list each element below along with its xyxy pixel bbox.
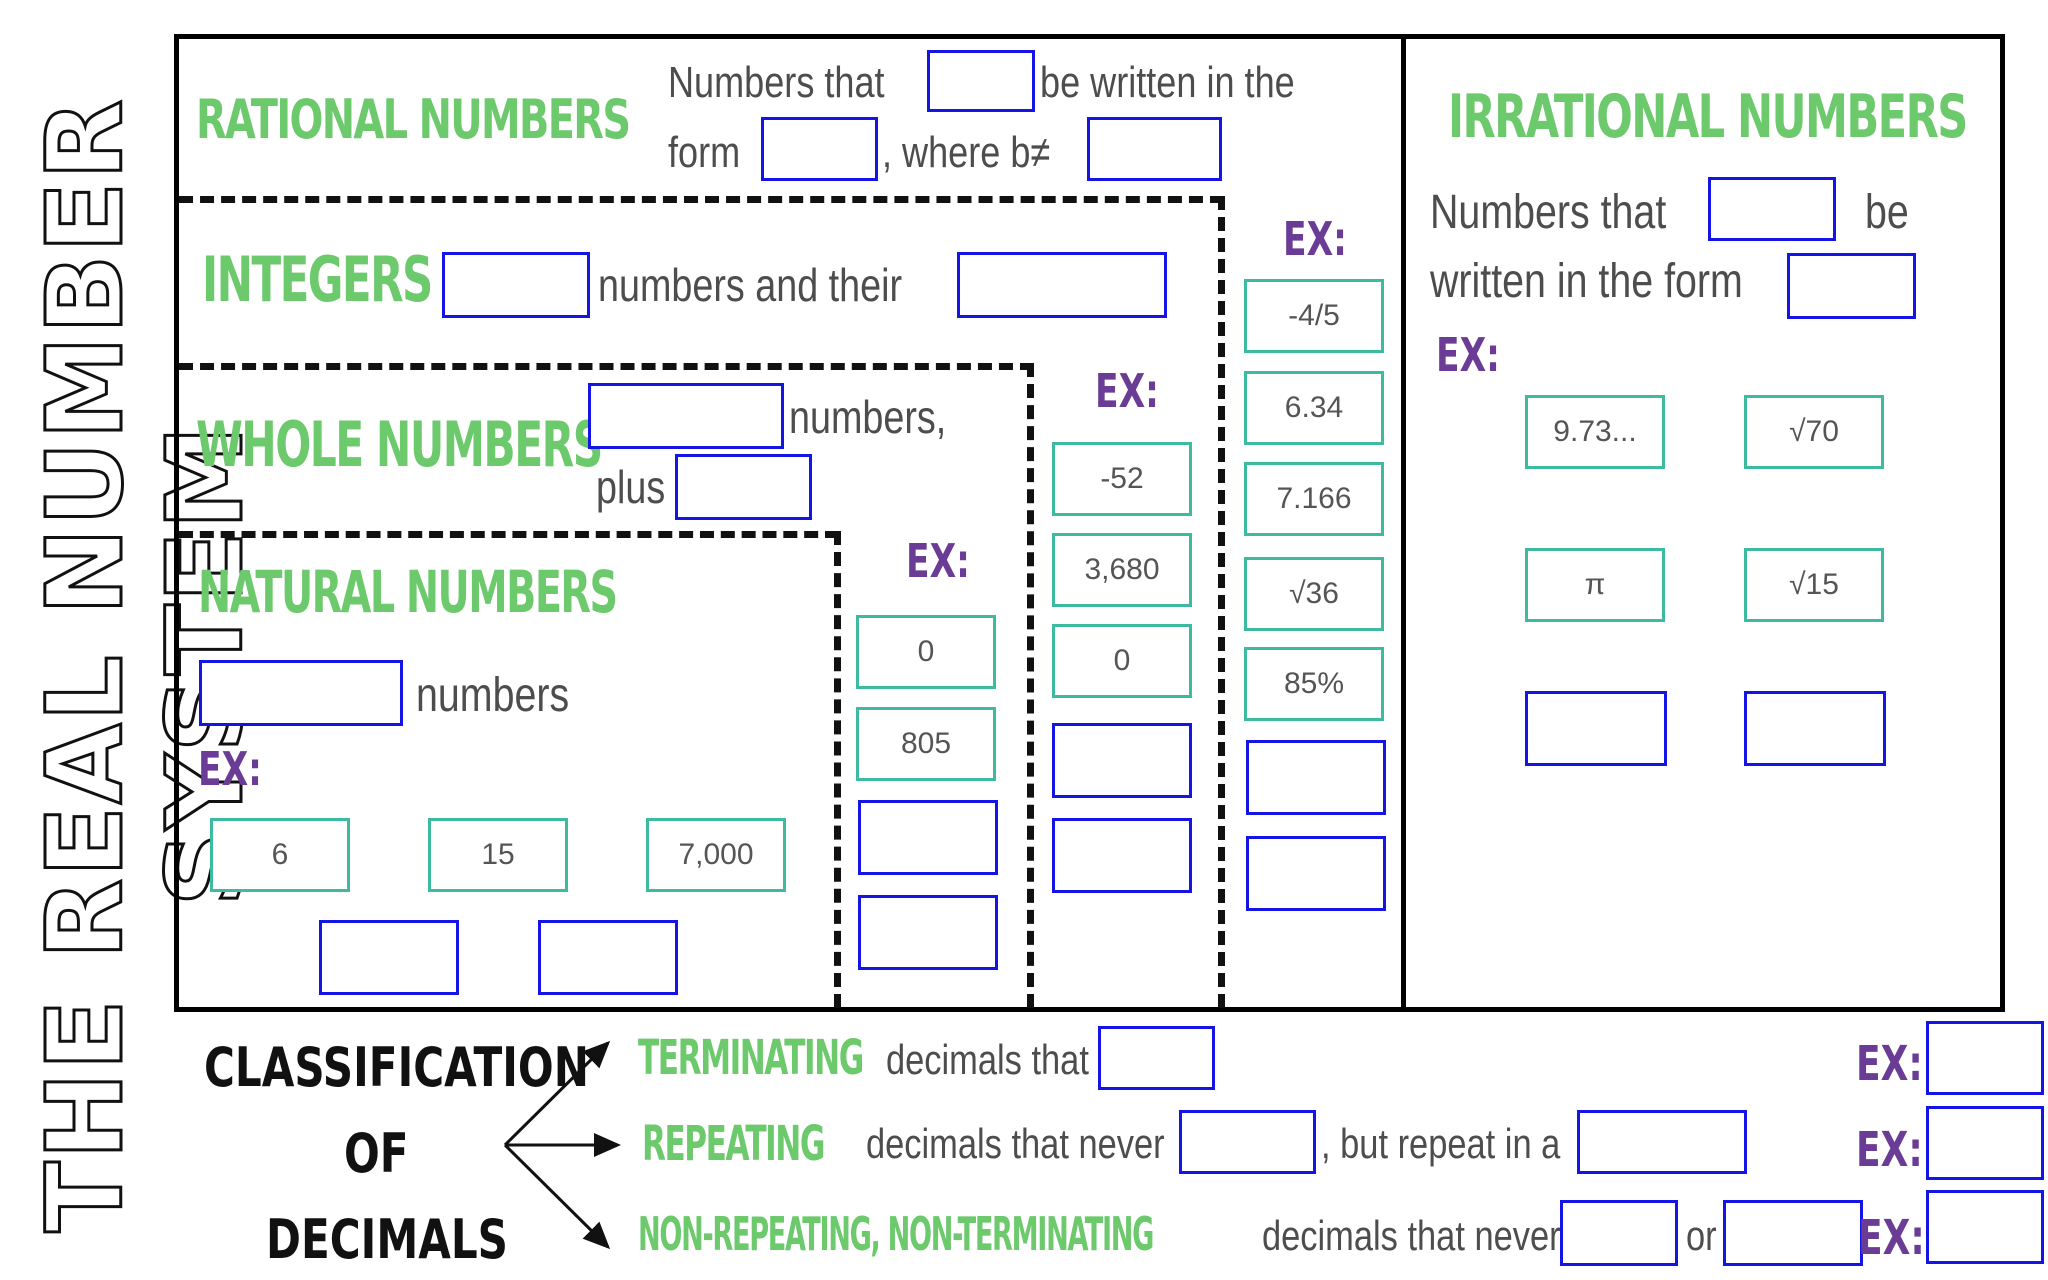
whole-blank-1[interactable] — [588, 383, 784, 449]
irrational-def-2: be — [1865, 186, 1909, 239]
rational-def-2: be written in the — [1040, 58, 1295, 107]
rational-example-blank-2[interactable] — [1246, 836, 1386, 911]
whole-example-2: 805 — [856, 707, 996, 781]
integers-example-blank-1[interactable] — [1052, 723, 1192, 798]
integers-top-border — [179, 196, 1224, 203]
rational-heading: RATIONAL NUMBERS — [196, 88, 631, 151]
natural-ex-label: EX: — [198, 742, 262, 796]
irrational-example-blank-1[interactable] — [1525, 691, 1667, 766]
nonrepeating-example-blank[interactable] — [1926, 1190, 2044, 1264]
side-title: THE REAL NUMBER SYSTEM — [23, 96, 268, 1234]
terminating-ex-label: EX: — [1856, 1036, 1923, 1092]
irrational-def-1: Numbers that — [1430, 186, 1667, 239]
repeating-blank-1[interactable] — [1179, 1110, 1316, 1174]
nonrepeating-blank-1[interactable] — [1560, 1200, 1678, 1266]
integers-def-1: numbers and their — [598, 259, 903, 311]
natural-example-2: 15 — [428, 818, 568, 892]
irrational-blank-1[interactable] — [1708, 177, 1836, 241]
repeating-label: REPEATING — [642, 1116, 825, 1172]
irrational-example-2: √70 — [1744, 395, 1884, 469]
rational-blank-1[interactable] — [927, 50, 1035, 112]
irrational-heading: IRRATIONAL NUMBERS — [1448, 82, 1968, 152]
rational-blank-form[interactable] — [761, 117, 878, 181]
whole-blank-2[interactable] — [675, 454, 812, 520]
terminating-blank-1[interactable] — [1098, 1026, 1215, 1090]
whole-def-2: plus — [596, 461, 666, 513]
rational-example-3: 7.166 — [1244, 462, 1384, 536]
whole-top-border — [179, 363, 1034, 370]
irrational-frame — [1401, 34, 2005, 1012]
rational-example-blank-1[interactable] — [1246, 740, 1386, 815]
natural-def-1: numbers — [416, 669, 570, 722]
irrational-def-3: written in the form — [1430, 255, 1743, 308]
repeating-blank-2[interactable] — [1577, 1110, 1747, 1174]
natural-example-blank-1[interactable] — [319, 920, 459, 995]
decimals-arrows — [503, 1040, 621, 1250]
integers-example-blank-2[interactable] — [1052, 818, 1192, 893]
integers-ex-label: EX: — [1095, 364, 1159, 418]
nonrepeating-ex-label: EX: — [1858, 1210, 1925, 1266]
repeating-text-1: decimals that never — [866, 1120, 1165, 1167]
rational-def-4: , where b≠ — [882, 128, 1051, 177]
whole-ex-label: EX: — [906, 534, 970, 588]
rational-example-4: √36 — [1244, 557, 1384, 631]
terminating-text-1: decimals that — [886, 1036, 1089, 1083]
nonrepeating-text-2: or — [1686, 1212, 1717, 1259]
irrational-blank-form[interactable] — [1787, 253, 1916, 319]
natural-example-3: 7,000 — [646, 818, 786, 892]
decimals-title-2: OF — [344, 1122, 409, 1185]
integers-example-2: 3,680 — [1052, 533, 1192, 607]
rational-blank-b[interactable] — [1087, 117, 1222, 181]
nonrepeating-text-1: decimals that never — [1262, 1212, 1561, 1259]
rational-example-1: -4/5 — [1244, 279, 1384, 353]
whole-def-1: numbers, — [789, 391, 947, 443]
natural-heading: NATURAL NUMBERS — [198, 558, 618, 626]
irrational-example-4: √15 — [1744, 548, 1884, 622]
integers-blank-1[interactable] — [442, 252, 590, 318]
rational-def-3: form — [668, 128, 741, 177]
whole-heading: WHOLE NUMBERS — [196, 408, 603, 481]
whole-example-blank-2[interactable] — [858, 895, 998, 970]
whole-right-border — [1027, 363, 1034, 1008]
integers-example-1: -52 — [1052, 442, 1192, 516]
decimals-title-3: DECIMALS — [266, 1208, 509, 1271]
integers-heading: INTEGERS — [202, 243, 433, 316]
repeating-text-2: , but repeat in a — [1321, 1120, 1561, 1167]
whole-example-blank-1[interactable] — [858, 800, 998, 875]
repeating-example-blank[interactable] — [1926, 1106, 2044, 1180]
natural-right-border — [834, 531, 841, 1008]
rational-ex-label: EX: — [1283, 212, 1347, 266]
repeating-ex-label: EX: — [1856, 1122, 1923, 1178]
terminating-example-blank[interactable] — [1926, 1021, 2044, 1095]
integers-right-border — [1218, 196, 1225, 1008]
natural-top-border — [179, 531, 839, 538]
natural-example-1: 6 — [210, 818, 350, 892]
rational-example-5: 85% — [1244, 647, 1384, 721]
irrational-example-3: π — [1525, 548, 1665, 622]
integers-example-3: 0 — [1052, 624, 1192, 698]
terminating-label: TERMINATING — [638, 1030, 864, 1086]
rational-def-1: Numbers that — [668, 58, 885, 107]
nonrepeating-blank-2[interactable] — [1723, 1200, 1863, 1266]
whole-example-1: 0 — [856, 615, 996, 689]
rational-example-2: 6.34 — [1244, 371, 1384, 445]
irrational-example-blank-2[interactable] — [1744, 691, 1886, 766]
decimals-title-1: CLASSIFICATION — [204, 1036, 589, 1099]
natural-example-blank-2[interactable] — [538, 920, 678, 995]
natural-blank-1[interactable] — [199, 660, 403, 726]
integers-blank-2[interactable] — [957, 252, 1167, 318]
irrational-example-1: 9.73... — [1525, 395, 1665, 469]
irrational-ex-label: EX: — [1436, 328, 1500, 382]
nonrepeating-label: NON-REPEATING, NON-TERMINATING — [638, 1207, 1154, 1261]
